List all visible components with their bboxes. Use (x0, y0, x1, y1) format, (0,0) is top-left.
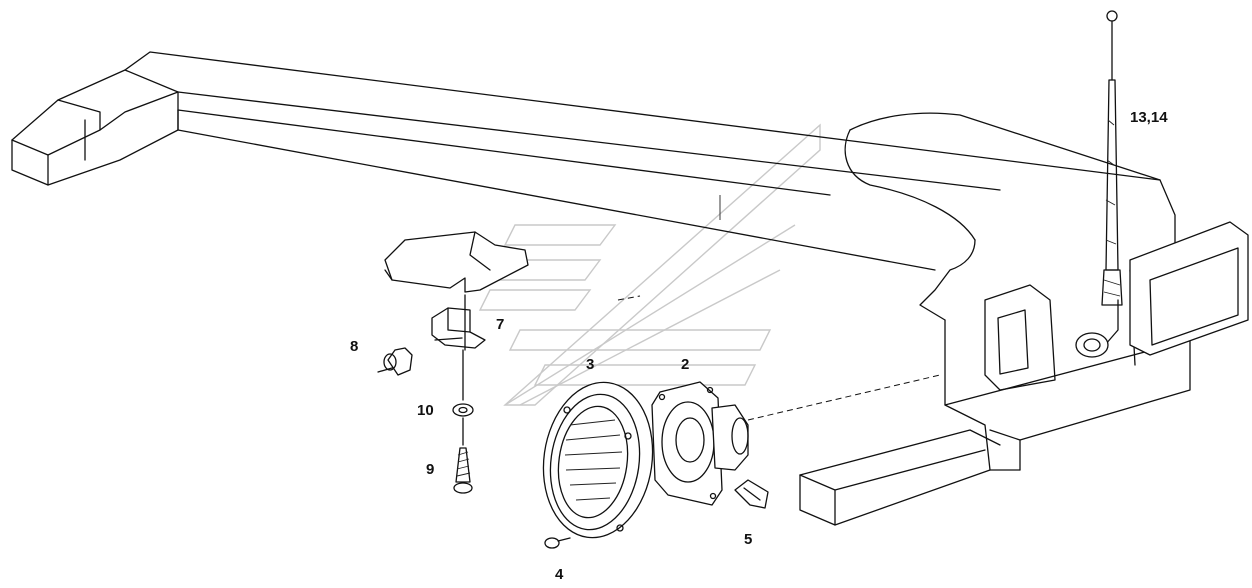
dashboard-beam (11, 51, 1161, 271)
callout-antenna: 13,14 (1130, 109, 1168, 126)
clip-nut (377, 347, 413, 376)
console-housing (844, 112, 1191, 471)
callout-spring-clip: 5 (744, 531, 753, 548)
small-screw (544, 537, 571, 549)
callout-speaker: 2 (681, 356, 690, 373)
callout-speaker-cover: 3 (586, 356, 595, 373)
long-screw (453, 447, 473, 494)
callout-screw-small: 4 (555, 566, 564, 583)
bracket-assembly (384, 231, 529, 401)
washer (452, 403, 474, 446)
antenna (1075, 10, 1123, 358)
speaker (651, 381, 749, 506)
spring-clip (734, 479, 769, 509)
callout-bracket: 7 (496, 316, 505, 333)
mirror-panel (1129, 221, 1249, 356)
callout-washer: 10 (417, 402, 434, 419)
speaker-cover (542, 381, 654, 539)
watermark-logo (478, 123, 821, 406)
center-mark (617, 295, 641, 301)
callout-screw-long: 9 (426, 461, 435, 478)
lower-beam (799, 429, 1001, 526)
callout-clip-nut: 8 (350, 338, 359, 355)
assembly-line (747, 374, 941, 421)
